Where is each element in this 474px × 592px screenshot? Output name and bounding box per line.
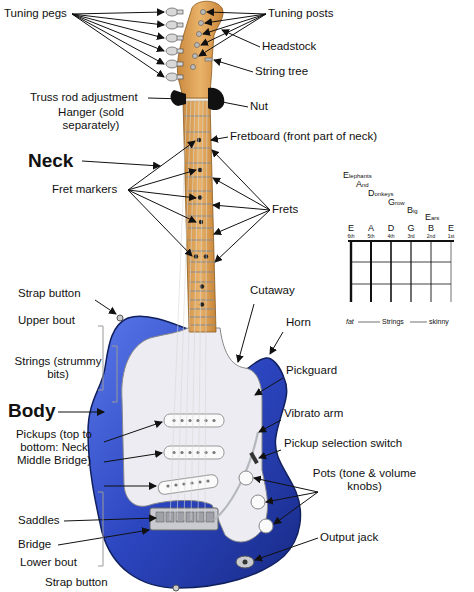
mnemonic-word: Donkeys xyxy=(368,189,394,198)
mnemonic-word: Big xyxy=(407,206,418,215)
string-letter: G xyxy=(404,223,418,233)
part-label: Tuning pegs xyxy=(4,7,67,20)
string-number: 5th xyxy=(364,233,378,239)
string-letter: B xyxy=(424,223,438,233)
string-number: 6th xyxy=(344,233,358,239)
part-label: Saddles xyxy=(18,514,60,527)
string-number: 2nd xyxy=(424,233,438,239)
strings xyxy=(170,100,207,520)
part-label: Strap button xyxy=(18,287,81,300)
part-label: Vibrato arm xyxy=(284,407,343,420)
part-label: Headstock xyxy=(262,40,316,53)
headstock xyxy=(166,1,224,110)
string-number: 3rd xyxy=(404,233,418,239)
string-letter: E xyxy=(344,223,358,233)
scale-label: fat xyxy=(346,318,354,326)
part-label: Upper bout xyxy=(18,314,75,327)
neck xyxy=(183,98,216,332)
part-label: Lower bout xyxy=(20,556,77,569)
string-number: 1st xyxy=(444,233,458,239)
part-label: Tuning posts xyxy=(268,7,333,20)
section-heading: Body xyxy=(8,400,56,422)
part-label: Nut xyxy=(250,100,268,113)
part-label: Bridge xyxy=(18,538,51,551)
part-label: Pickup selection switch xyxy=(284,437,402,450)
part-label: String tree xyxy=(255,65,308,78)
part-label: Output jack xyxy=(320,531,378,544)
pickups xyxy=(157,414,224,495)
mnemonic-word: Elephants xyxy=(343,171,372,180)
scale-label: skinny xyxy=(429,318,449,326)
string-chart xyxy=(348,241,454,322)
string-letter: A xyxy=(364,223,378,233)
part-label: Frets xyxy=(272,203,298,216)
part-label: Strap button xyxy=(45,576,108,589)
mnemonic-word: And xyxy=(356,180,369,189)
scale-label: Strings xyxy=(382,318,404,326)
vibrato-arm xyxy=(214,432,258,520)
part-label: Fretboard (front part of neck) xyxy=(230,130,377,143)
mnemonic-word: Ears xyxy=(425,213,439,222)
string-number: 4th xyxy=(384,233,398,239)
string-letter: D xyxy=(384,223,398,233)
part-label: Fret markers xyxy=(52,183,117,196)
mnemonic-word: Grow xyxy=(388,198,405,207)
part-label: Cutaway xyxy=(250,284,295,297)
part-label: Horn xyxy=(286,316,311,329)
part-label: Truss rod adjustment xyxy=(30,91,138,104)
bridge xyxy=(150,432,258,530)
part-label: Pickups (top to bottom: Neck Middle Brid… xyxy=(4,428,104,467)
part-label: Hanger (sold separately) xyxy=(36,106,146,132)
string-letter: E xyxy=(444,223,458,233)
section-heading: Neck xyxy=(28,150,73,172)
part-label: Pots (tone & volume knobs) xyxy=(312,467,417,493)
part-label: Pickguard xyxy=(286,364,337,377)
controls xyxy=(117,315,273,591)
part-label: Strings (strummy bits) xyxy=(8,355,108,381)
